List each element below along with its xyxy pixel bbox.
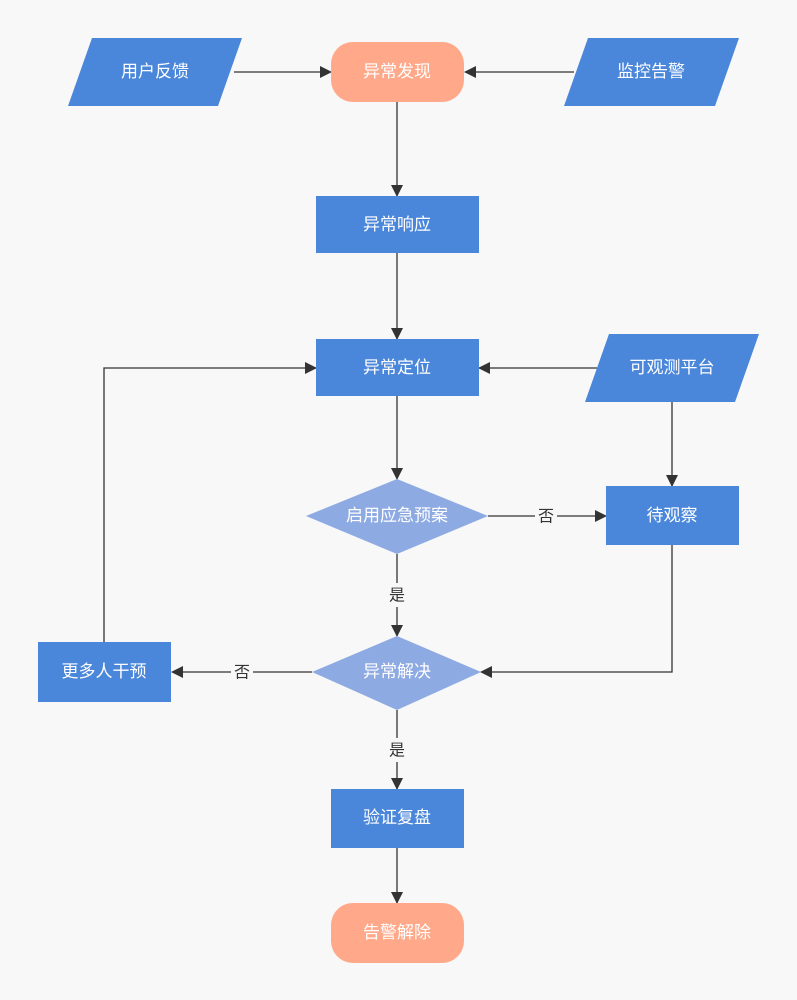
- node-verify-review[interactable]: 验证复盘: [331, 789, 464, 848]
- node-anomaly-locate-label: 异常定位: [363, 358, 431, 378]
- node-to-observe[interactable]: 待观察: [606, 486, 739, 545]
- node-more-intervention[interactable]: 更多人干预: [38, 642, 171, 702]
- node-observability-platform-label: 可观测平台: [630, 358, 715, 378]
- node-to-observe-label: 待观察: [647, 506, 698, 526]
- node-alert-cleared-label: 告警解除: [363, 923, 431, 943]
- label-resolved-yes: 是: [389, 741, 405, 760]
- node-alert-cleared[interactable]: 告警解除: [331, 903, 464, 963]
- label-plan-yes: 是: [389, 586, 405, 605]
- edge-labels: 否 是 否 是: [231, 504, 557, 762]
- edge-intervention-to-locate: [103, 362, 317, 642]
- node-verify-review-label: 验证复盘: [363, 808, 431, 828]
- node-user-feedback[interactable]: 用户反馈: [68, 38, 242, 106]
- label-plan-no: 否: [538, 507, 554, 526]
- node-monitor-alert-label: 监控告警: [617, 62, 685, 82]
- node-enable-emergency-plan-label: 启用应急预案: [346, 506, 448, 526]
- node-monitor-alert[interactable]: 监控告警: [564, 38, 739, 106]
- node-more-intervention-label: 更多人干预: [62, 662, 147, 682]
- node-anomaly-locate[interactable]: 异常定位: [316, 339, 479, 396]
- label-resolved-no: 否: [234, 663, 250, 682]
- nodes: 用户反馈 异常发现 监控告警 异常响应 异常定位 可观测平台: [38, 38, 759, 963]
- node-observability-platform[interactable]: 可观测平台: [585, 334, 759, 402]
- node-anomaly-response-label: 异常响应: [363, 215, 431, 235]
- node-enable-emergency-plan[interactable]: 启用应急预案: [306, 479, 488, 554]
- node-user-feedback-label: 用户反馈: [121, 62, 189, 82]
- node-anomaly-resolved-label: 异常解决: [363, 662, 431, 682]
- node-anomaly-response[interactable]: 异常响应: [316, 196, 479, 253]
- node-anomaly-resolved[interactable]: 异常解决: [312, 636, 481, 710]
- node-anomaly-found-label: 异常发现: [363, 62, 431, 82]
- edge-observe-to-resolved: [480, 545, 673, 678]
- node-anomaly-found[interactable]: 异常发现: [331, 42, 464, 102]
